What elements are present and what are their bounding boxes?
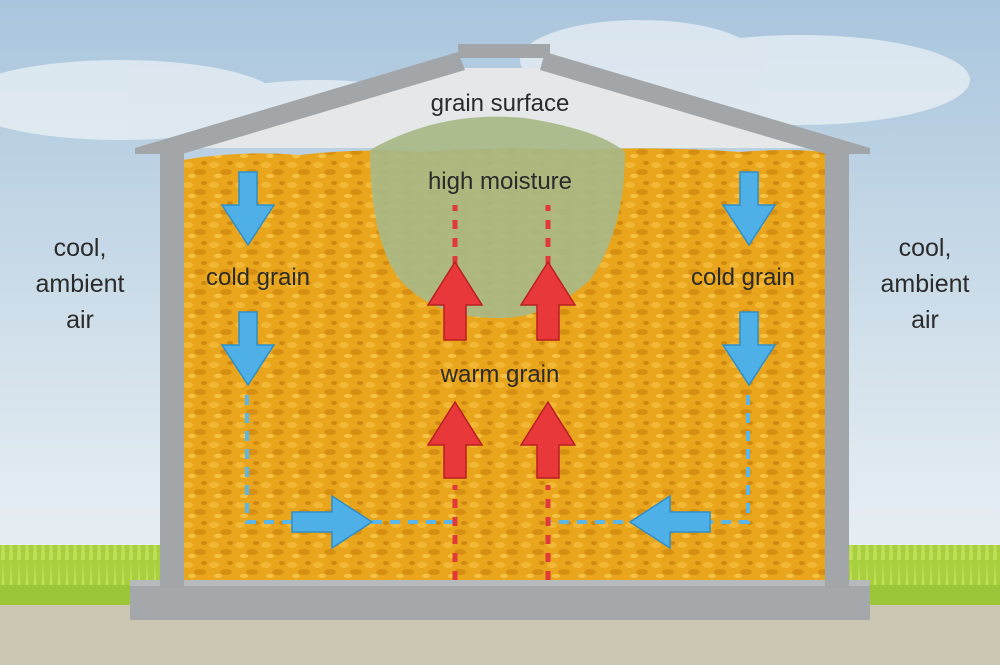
warm-grain-label: warm grain <box>440 361 560 388</box>
roof-interior <box>175 68 830 148</box>
right-air-line-3: air <box>911 306 939 334</box>
roof-left <box>135 52 465 154</box>
warm-arrows-up <box>426 260 577 479</box>
left-air-line-1: cool, <box>53 234 107 262</box>
cold-arrow-down-right-bottom <box>721 311 777 387</box>
left-air-line-2: ambient <box>35 270 125 298</box>
left-air-line-3: air <box>66 306 94 334</box>
warm-air-paths <box>452 205 551 580</box>
grain-mass <box>183 148 825 580</box>
roof-right <box>540 52 870 154</box>
left-air-label: cool, ambient air <box>10 230 150 338</box>
warm-arrow-up-left-top <box>426 260 484 341</box>
warm-arrow-up-right-bottom <box>519 400 577 479</box>
cold-grain-right-label: cold grain <box>690 264 796 291</box>
cold-arrow-down-left-top <box>220 171 276 247</box>
right-air-label: cool, ambient air <box>855 230 995 338</box>
roof-cap <box>458 44 550 58</box>
high-moisture-label: high moisture <box>427 168 573 195</box>
cold-arrow-right <box>291 494 374 550</box>
right-air-line-2: ambient <box>880 270 970 298</box>
cold-arrow-left <box>628 494 711 550</box>
grain-surface-label: grain surface <box>430 90 570 117</box>
warm-arrow-up-left-bottom <box>426 400 484 479</box>
cold-arrows-inward <box>291 494 711 550</box>
right-wall <box>825 148 849 588</box>
high-moisture-zone <box>370 116 625 319</box>
grass-right <box>845 545 1000 587</box>
warm-arrow-up-right-top <box>519 260 577 341</box>
cold-arrow-down-right-top <box>721 171 777 247</box>
left-wall <box>160 148 184 588</box>
cold-arrow-down-left-bottom <box>220 311 276 387</box>
cold-air-paths <box>245 395 750 524</box>
cold-grain-left-label: cold grain <box>205 264 311 291</box>
cold-arrows-down <box>220 171 777 387</box>
foundation <box>130 580 870 620</box>
right-air-line-1: cool, <box>898 234 952 262</box>
